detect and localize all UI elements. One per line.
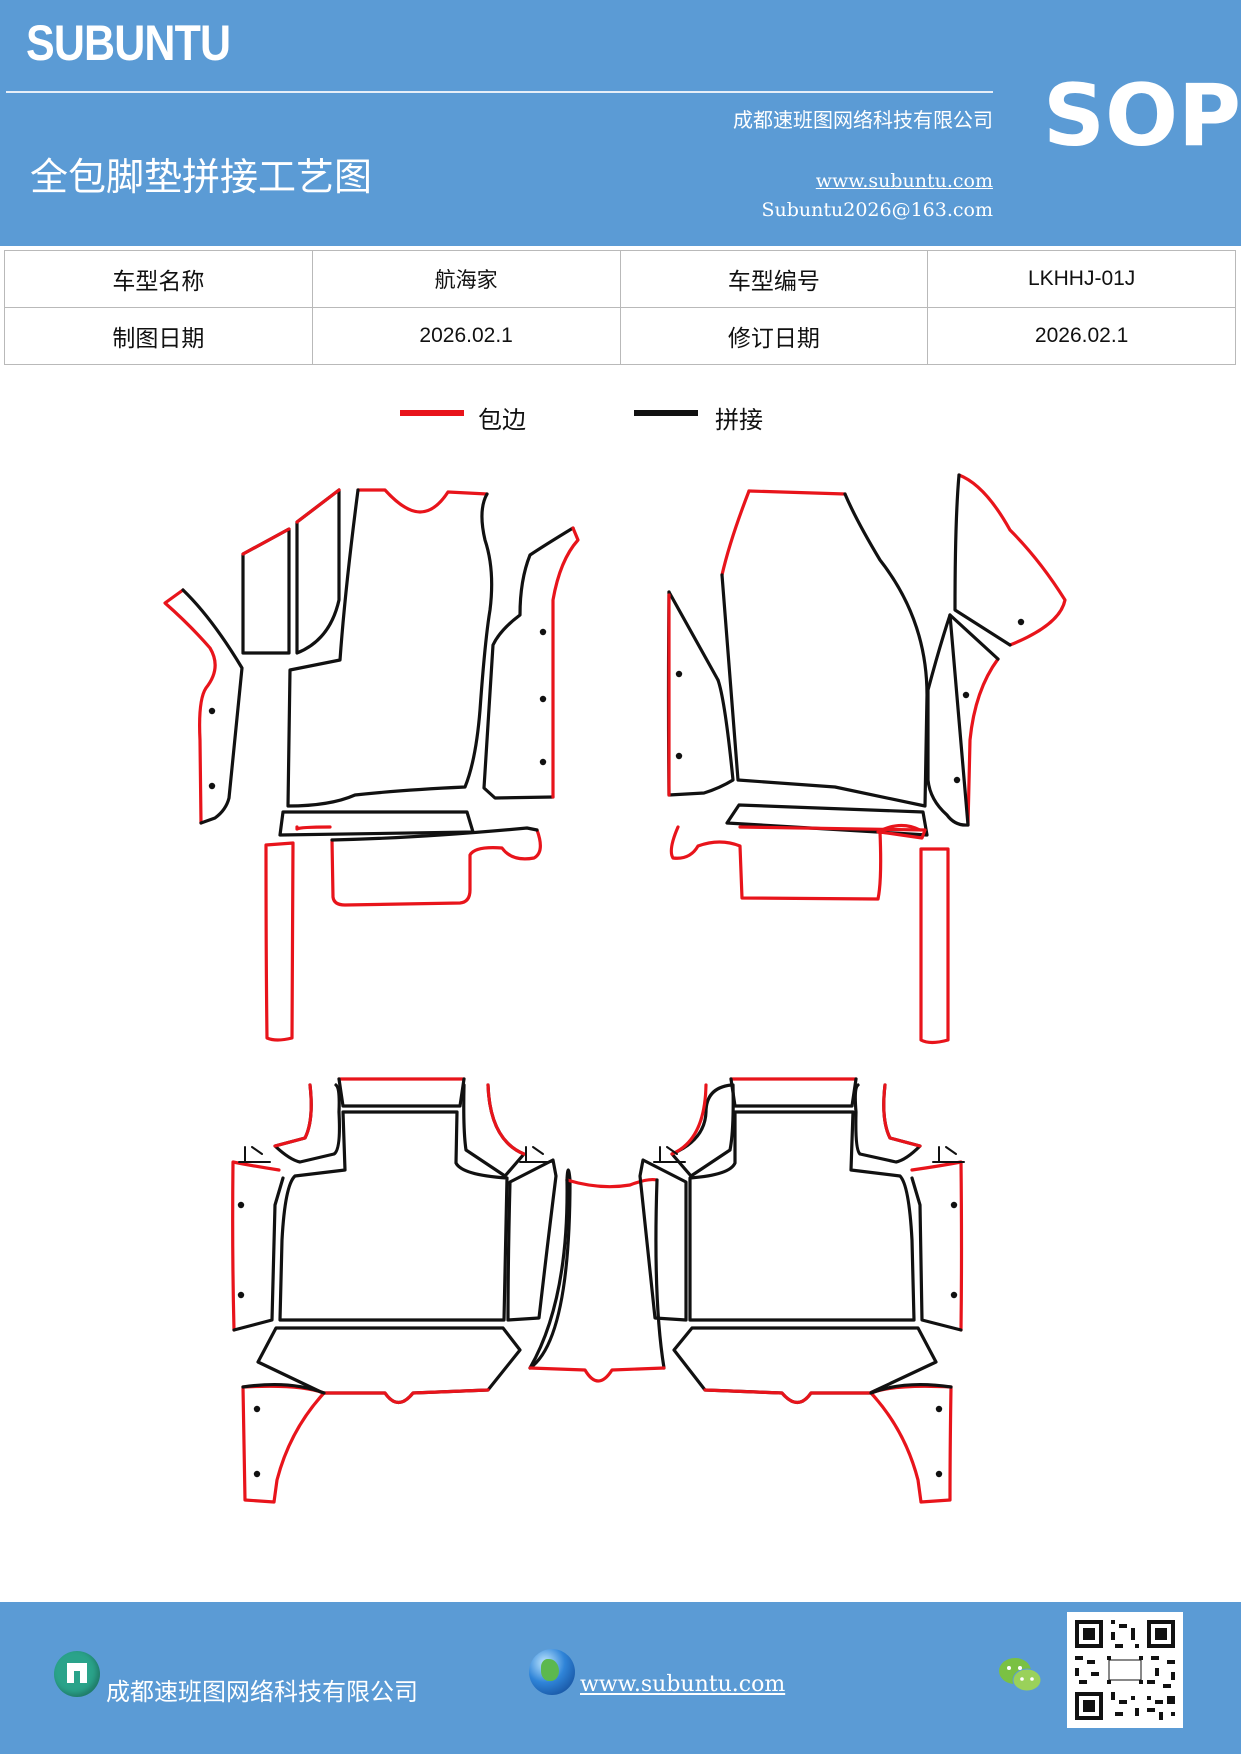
header-divider — [6, 91, 993, 93]
floor-mat-splice-diagram — [163, 473, 1067, 1504]
building-icon — [54, 1651, 100, 1697]
legend-label-splice: 拼接 — [715, 406, 763, 434]
company-name: 成都速班图网络科技有限公司 — [733, 108, 993, 132]
fastener-dots — [208, 618, 1025, 1478]
front-right-mat — [666, 473, 1067, 1045]
revision-date-value: 2026.02.1 — [927, 307, 1236, 365]
front-left-mat — [163, 488, 580, 1042]
info-table: 车型名称 航海家 车型编号 LKHHJ-01J 制图日期 2026.02.1 修… — [4, 250, 1236, 365]
website-link[interactable]: www.subuntu.com — [815, 170, 993, 192]
table-row: 车型名称 航海家 车型编号 LKHHJ-01J — [4, 250, 1236, 308]
model-name-value: 航海家 — [311, 250, 621, 308]
contact-email: Subuntu2026@163.com — [761, 199, 993, 221]
draw-date-label: 制图日期 — [4, 307, 313, 365]
page-header: SUBUNTU 成都速班图网络科技有限公司 全包脚垫拼接工艺图 www.subu… — [0, 0, 1241, 246]
sop-badge: SOP — [1043, 66, 1241, 166]
model-code-label: 车型编号 — [619, 250, 929, 308]
footer-website-link[interactable]: www.subuntu.com — [580, 1672, 786, 1697]
wechat-icon — [999, 1658, 1042, 1692]
model-code-value: LKHHJ-01J — [927, 250, 1236, 308]
legend-swatch-splice — [634, 410, 698, 416]
page-footer: 成都速班图网络科技有限公司 www.subuntu.com — [0, 1602, 1241, 1754]
center-tunnel-piece — [528, 1168, 666, 1383]
table-row: 制图日期 2026.02.1 修订日期 2026.02.1 — [4, 307, 1236, 365]
model-name-label: 车型名称 — [4, 250, 313, 308]
globe-icon — [529, 1649, 575, 1695]
brand-logo: SUBUNTU — [26, 15, 231, 71]
qr-code — [1067, 1612, 1183, 1728]
rear-left-mat — [231, 1077, 558, 1504]
footer-company-name: 成都速班图网络科技有限公司 — [106, 1678, 418, 1706]
revision-date-label: 修订日期 — [619, 307, 929, 365]
legend-label-binding: 包边 — [478, 406, 526, 434]
legend: 包边 拼接 — [400, 400, 820, 440]
document-title: 全包脚垫拼接工艺图 — [30, 155, 373, 199]
rear-right-mat — [638, 1077, 965, 1504]
draw-date-value: 2026.02.1 — [311, 307, 621, 365]
legend-swatch-binding — [400, 410, 464, 416]
